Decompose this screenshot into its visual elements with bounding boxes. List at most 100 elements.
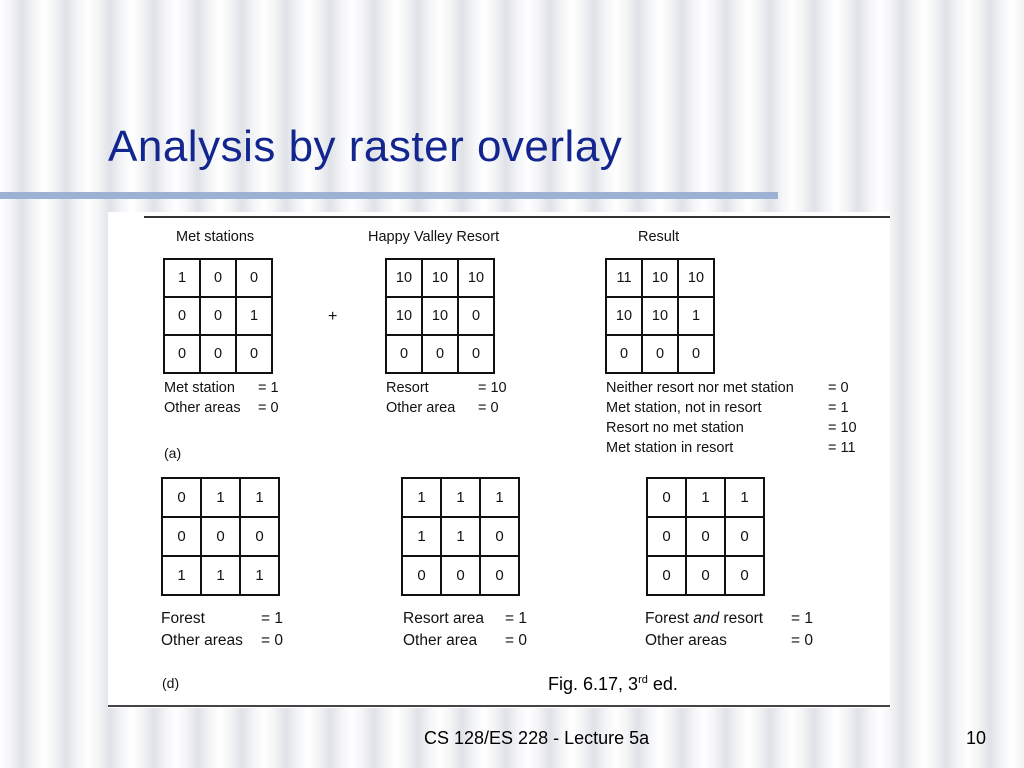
grid-row: 0 0 0 — [646, 516, 765, 557]
grid-cell: 0 — [401, 555, 442, 596]
legend-text: Forest and resort — [645, 610, 763, 627]
grid-cell: 0 — [646, 516, 687, 557]
legend-row: Resort = 10 — [386, 380, 526, 400]
grid-cell: 0 — [685, 555, 726, 596]
grid-cell: 0 — [646, 477, 687, 518]
grid-row: 1 1 1 — [401, 477, 520, 518]
legend-text: Resort — [386, 380, 429, 396]
grid-row: 0 0 0 — [385, 334, 495, 374]
grid-cell: 1 — [685, 477, 726, 518]
grid-cell: 0 — [685, 516, 726, 557]
grid-cell: 0 — [199, 334, 237, 374]
page-number: 10 — [966, 728, 987, 748]
grid-cell: 1 — [401, 516, 442, 557]
legend-value: = 1 — [828, 400, 849, 416]
heading-happy-valley-resort: Happy Valley Resort — [368, 229, 500, 245]
grid-row: 10 10 1 — [605, 296, 715, 336]
legend-text: Met station — [164, 380, 235, 396]
grid-cell: 10 — [677, 258, 715, 298]
grid-cell: 0 — [235, 334, 273, 374]
grid-cell: 0 — [235, 258, 273, 298]
legend-value: = 10 — [478, 380, 507, 396]
legend-row: Resort area = 1 — [403, 610, 543, 632]
legend-value: = 0 — [261, 632, 283, 649]
legend-text: Other areas — [164, 400, 241, 416]
grid-cell: 10 — [385, 296, 423, 336]
grid-cell: 10 — [641, 258, 679, 298]
grid-cell: 1 — [239, 555, 280, 596]
legend-text: Other areas — [161, 632, 243, 649]
grid-cell: 10 — [457, 258, 495, 298]
legend-text: Met station in resort — [606, 440, 734, 456]
grid-forest-and-resort: 0 1 1 0 0 0 0 0 0 — [646, 477, 765, 596]
grid-resort-area: 1 1 1 1 1 0 0 0 0 — [401, 477, 520, 596]
grid-row: 11 10 10 — [605, 258, 715, 298]
legend-text: Resort area — [403, 610, 484, 627]
legend-row: Neither resort nor met station = 0 — [606, 380, 876, 400]
grid-cell: 0 — [605, 334, 643, 374]
legend-happy-valley-resort: Resort = 10 Other area = 0 — [386, 380, 526, 420]
slide-title: Analysis by raster overlay — [108, 122, 623, 171]
legend-row: Resort no met station = 10 — [606, 420, 876, 440]
grid-cell: 10 — [385, 258, 423, 298]
grid-forest: 0 1 1 0 0 0 1 1 1 — [161, 477, 280, 596]
legend-row: Other areas = 0 — [161, 632, 301, 654]
grid-cell: 1 — [724, 477, 765, 518]
grid-row: 0 0 0 — [163, 334, 273, 374]
grid-row: 0 0 0 — [401, 555, 520, 596]
grid-cell: 1 — [239, 477, 280, 518]
grid-cell: 0 — [161, 477, 202, 518]
legend-value: = 0 — [478, 400, 499, 416]
legend-row: Met station, not in resort = 1 — [606, 400, 876, 420]
grid-cell: 10 — [641, 296, 679, 336]
legend-result: Neither resort nor met station = 0 Met s… — [606, 380, 876, 460]
grid-cell: 0 — [385, 334, 423, 374]
grid-cell: 10 — [421, 258, 459, 298]
grid-cell: 0 — [163, 296, 201, 336]
title-underline — [0, 192, 778, 199]
figure-raster-overlay: Met stations Happy Valley Resort Result … — [108, 212, 890, 708]
legend-text: Resort no met station — [606, 420, 744, 436]
legend-text: Forest — [161, 610, 205, 627]
grid-cell: 10 — [605, 296, 643, 336]
grid-cell: 0 — [199, 296, 237, 336]
legend-row: Met station in resort = 11 — [606, 440, 876, 460]
figure-top-rule — [144, 216, 890, 218]
grid-row: 1 1 0 — [401, 516, 520, 557]
grid-cell: 10 — [421, 296, 459, 336]
legend-met-stations: Met station = 1 Other areas = 0 — [164, 380, 294, 420]
legend-value: = 0 — [505, 632, 527, 649]
grid-cell: 1 — [161, 555, 202, 596]
grid-cell: 1 — [163, 258, 201, 298]
legend-value: = 10 — [828, 420, 857, 436]
grid-row: 1 0 0 — [163, 258, 273, 298]
grid-cell: 1 — [401, 477, 442, 518]
caption-suffix: ed. — [647, 674, 678, 694]
legend-text-post: resort — [719, 610, 764, 627]
grid-cell: 0 — [163, 334, 201, 374]
grid-row: 0 0 0 — [646, 555, 765, 596]
grid-cell: 0 — [724, 555, 765, 596]
grid-cell: 1 — [440, 477, 481, 518]
legend-value: = 0 — [791, 632, 813, 649]
grid-cell: 0 — [199, 258, 237, 298]
figure-bottom-rule — [108, 705, 890, 707]
panel-label-a: (a) — [164, 445, 182, 461]
legend-value: = 0 — [258, 400, 279, 416]
legend-value: = 11 — [828, 440, 856, 456]
grid-happy-valley-resort: 10 10 10 10 10 0 0 0 0 — [385, 258, 495, 374]
legend-text: Other areas — [645, 632, 727, 649]
legend-value: = 1 — [791, 610, 813, 627]
legend-text: Neither resort nor met station — [606, 380, 794, 396]
grid-row: 0 0 0 — [605, 334, 715, 374]
grid-cell: 0 — [440, 555, 481, 596]
grid-row: 0 0 1 — [163, 296, 273, 336]
grid-cell: 1 — [479, 477, 520, 518]
grid-cell: 0 — [200, 516, 241, 557]
grid-cell: 0 — [677, 334, 715, 374]
legend-text-pre: Forest — [645, 610, 694, 627]
grid-cell: 0 — [646, 555, 687, 596]
slide-footer: CS 128/ES 228 - Lecture 5a — [424, 728, 650, 748]
panel-label-d: (d) — [162, 675, 180, 691]
grid-row: 1 1 1 — [161, 555, 280, 596]
